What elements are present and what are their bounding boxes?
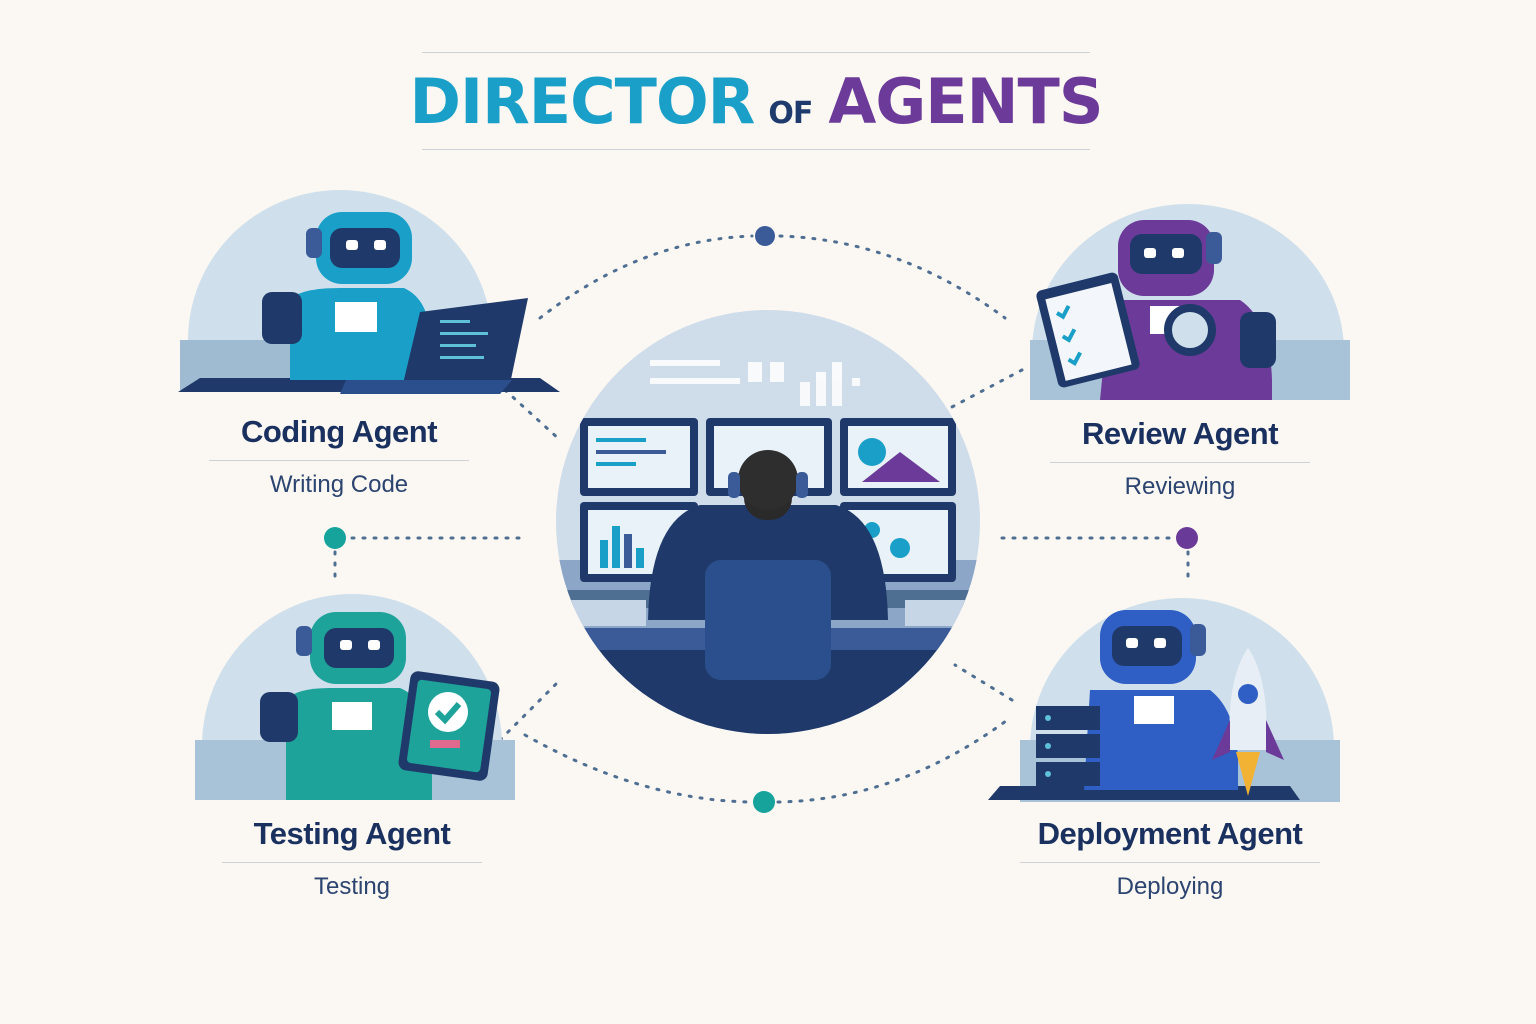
connector-bottom-left xyxy=(523,733,752,804)
node-dot-top xyxy=(755,226,775,246)
director-person xyxy=(648,450,888,726)
node-dot-right xyxy=(1176,527,1198,549)
tablet-check-icon xyxy=(428,692,468,732)
node-dot-bottom xyxy=(753,791,775,813)
testing-agent-illustration xyxy=(195,594,515,800)
director-scene xyxy=(556,310,980,734)
rocket-icon xyxy=(1212,648,1284,796)
connector-bottom-right xyxy=(776,716,1012,804)
title-text: DIRECTOR OF AGENTS xyxy=(409,64,1104,138)
coding-agent-illustration xyxy=(178,190,560,394)
node-dot-left xyxy=(324,527,346,549)
deployment-agent-illustration xyxy=(988,598,1340,802)
title-director: DIRECTOR xyxy=(409,64,756,138)
laptop-icon xyxy=(402,298,528,388)
magnifier-icon xyxy=(1164,304,1216,356)
title-agents: AGENTS xyxy=(828,64,1103,138)
deployment-agent-label: Deployment Agent Deploying xyxy=(1020,816,1320,901)
deployment-agent-name: Deployment Agent xyxy=(1020,816,1320,863)
connector-lines xyxy=(333,234,1190,804)
testing-agent-name: Testing Agent xyxy=(222,816,482,863)
connector-testing-center xyxy=(498,678,562,742)
clipboard-icon xyxy=(1055,305,1082,367)
connector-top-left xyxy=(538,234,754,320)
connector-coding-center xyxy=(503,388,562,442)
page-title: DIRECTOR OF AGENTS xyxy=(410,52,1103,150)
review-agent-illustration xyxy=(1030,204,1350,400)
coding-agent-status: Writing Code xyxy=(269,471,409,498)
connector-review-center xyxy=(948,368,1024,410)
review-agent-status: Reviewing xyxy=(1124,473,1236,500)
review-agent-name: Review Agent xyxy=(1050,416,1310,463)
coding-agent-name: Coding Agent xyxy=(209,414,469,461)
coding-agent-label: Coding Agent Writing Code xyxy=(209,414,469,499)
testing-agent-status: Testing xyxy=(313,873,391,900)
deployment-agent-status: Deploying xyxy=(1116,873,1224,900)
review-agent-label: Review Agent Reviewing xyxy=(1050,416,1310,501)
title-bottom-rule xyxy=(422,149,1090,150)
testing-agent-label: Testing Agent Testing xyxy=(222,816,482,901)
connector-top-right xyxy=(778,234,1007,320)
title-top-rule xyxy=(422,52,1090,53)
title-of: OF xyxy=(768,95,813,131)
connector-deploy-center xyxy=(953,663,1014,702)
server-stack-icon xyxy=(1036,706,1100,786)
